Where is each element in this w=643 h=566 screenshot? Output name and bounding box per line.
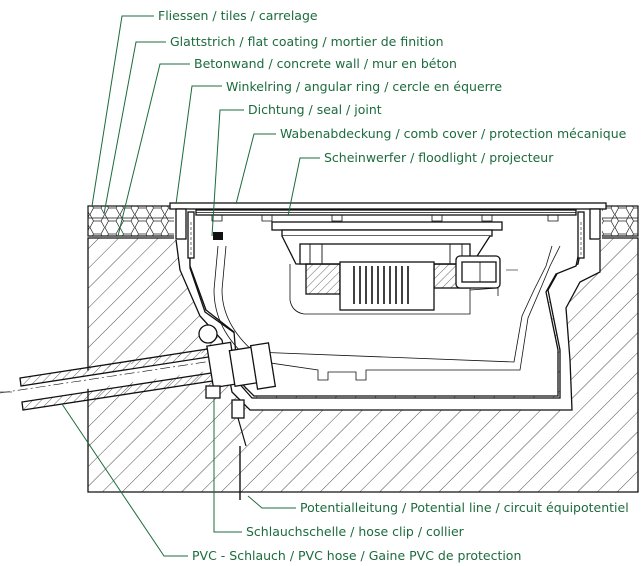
callout-leaders — [61, 15, 320, 557]
angular-ring — [169, 202, 607, 259]
label-pvc-hose: PVC - Schlauch / PVC hose / Gaine PVC de… — [192, 548, 521, 563]
label-flat-coating: Glattstrich / flat coating / mortier de … — [170, 34, 444, 49]
pvc-hose — [0, 347, 233, 411]
label-hose-clip: Schlauchschelle / hose clip / collier — [246, 524, 465, 539]
label-angular-ring: Winkelring / angular ring / cercle en éq… — [226, 79, 502, 94]
hose-clip — [198, 324, 277, 399]
label-tiles: Fliessen / tiles / carrelage — [158, 8, 318, 23]
label-comb-cover: Wabenabdeckung / comb cover / protection… — [280, 126, 627, 141]
cable-gland — [455, 255, 501, 289]
label-potential-line: Potentialleitung / Potential line / circ… — [300, 500, 629, 515]
heat-sink-fins — [353, 266, 409, 304]
potential-line-conductor — [231, 399, 247, 500]
seal — [213, 232, 223, 240]
label-floodlight: Scheinwerfer / floodlight / projecteur — [324, 150, 554, 165]
floodlight — [271, 221, 503, 315]
label-seal: Dichtung / seal / joint — [248, 102, 382, 117]
comb-cover — [195, 209, 577, 222]
label-concrete-wall: Betonwand / concrete wall / mur en béton — [194, 56, 457, 71]
